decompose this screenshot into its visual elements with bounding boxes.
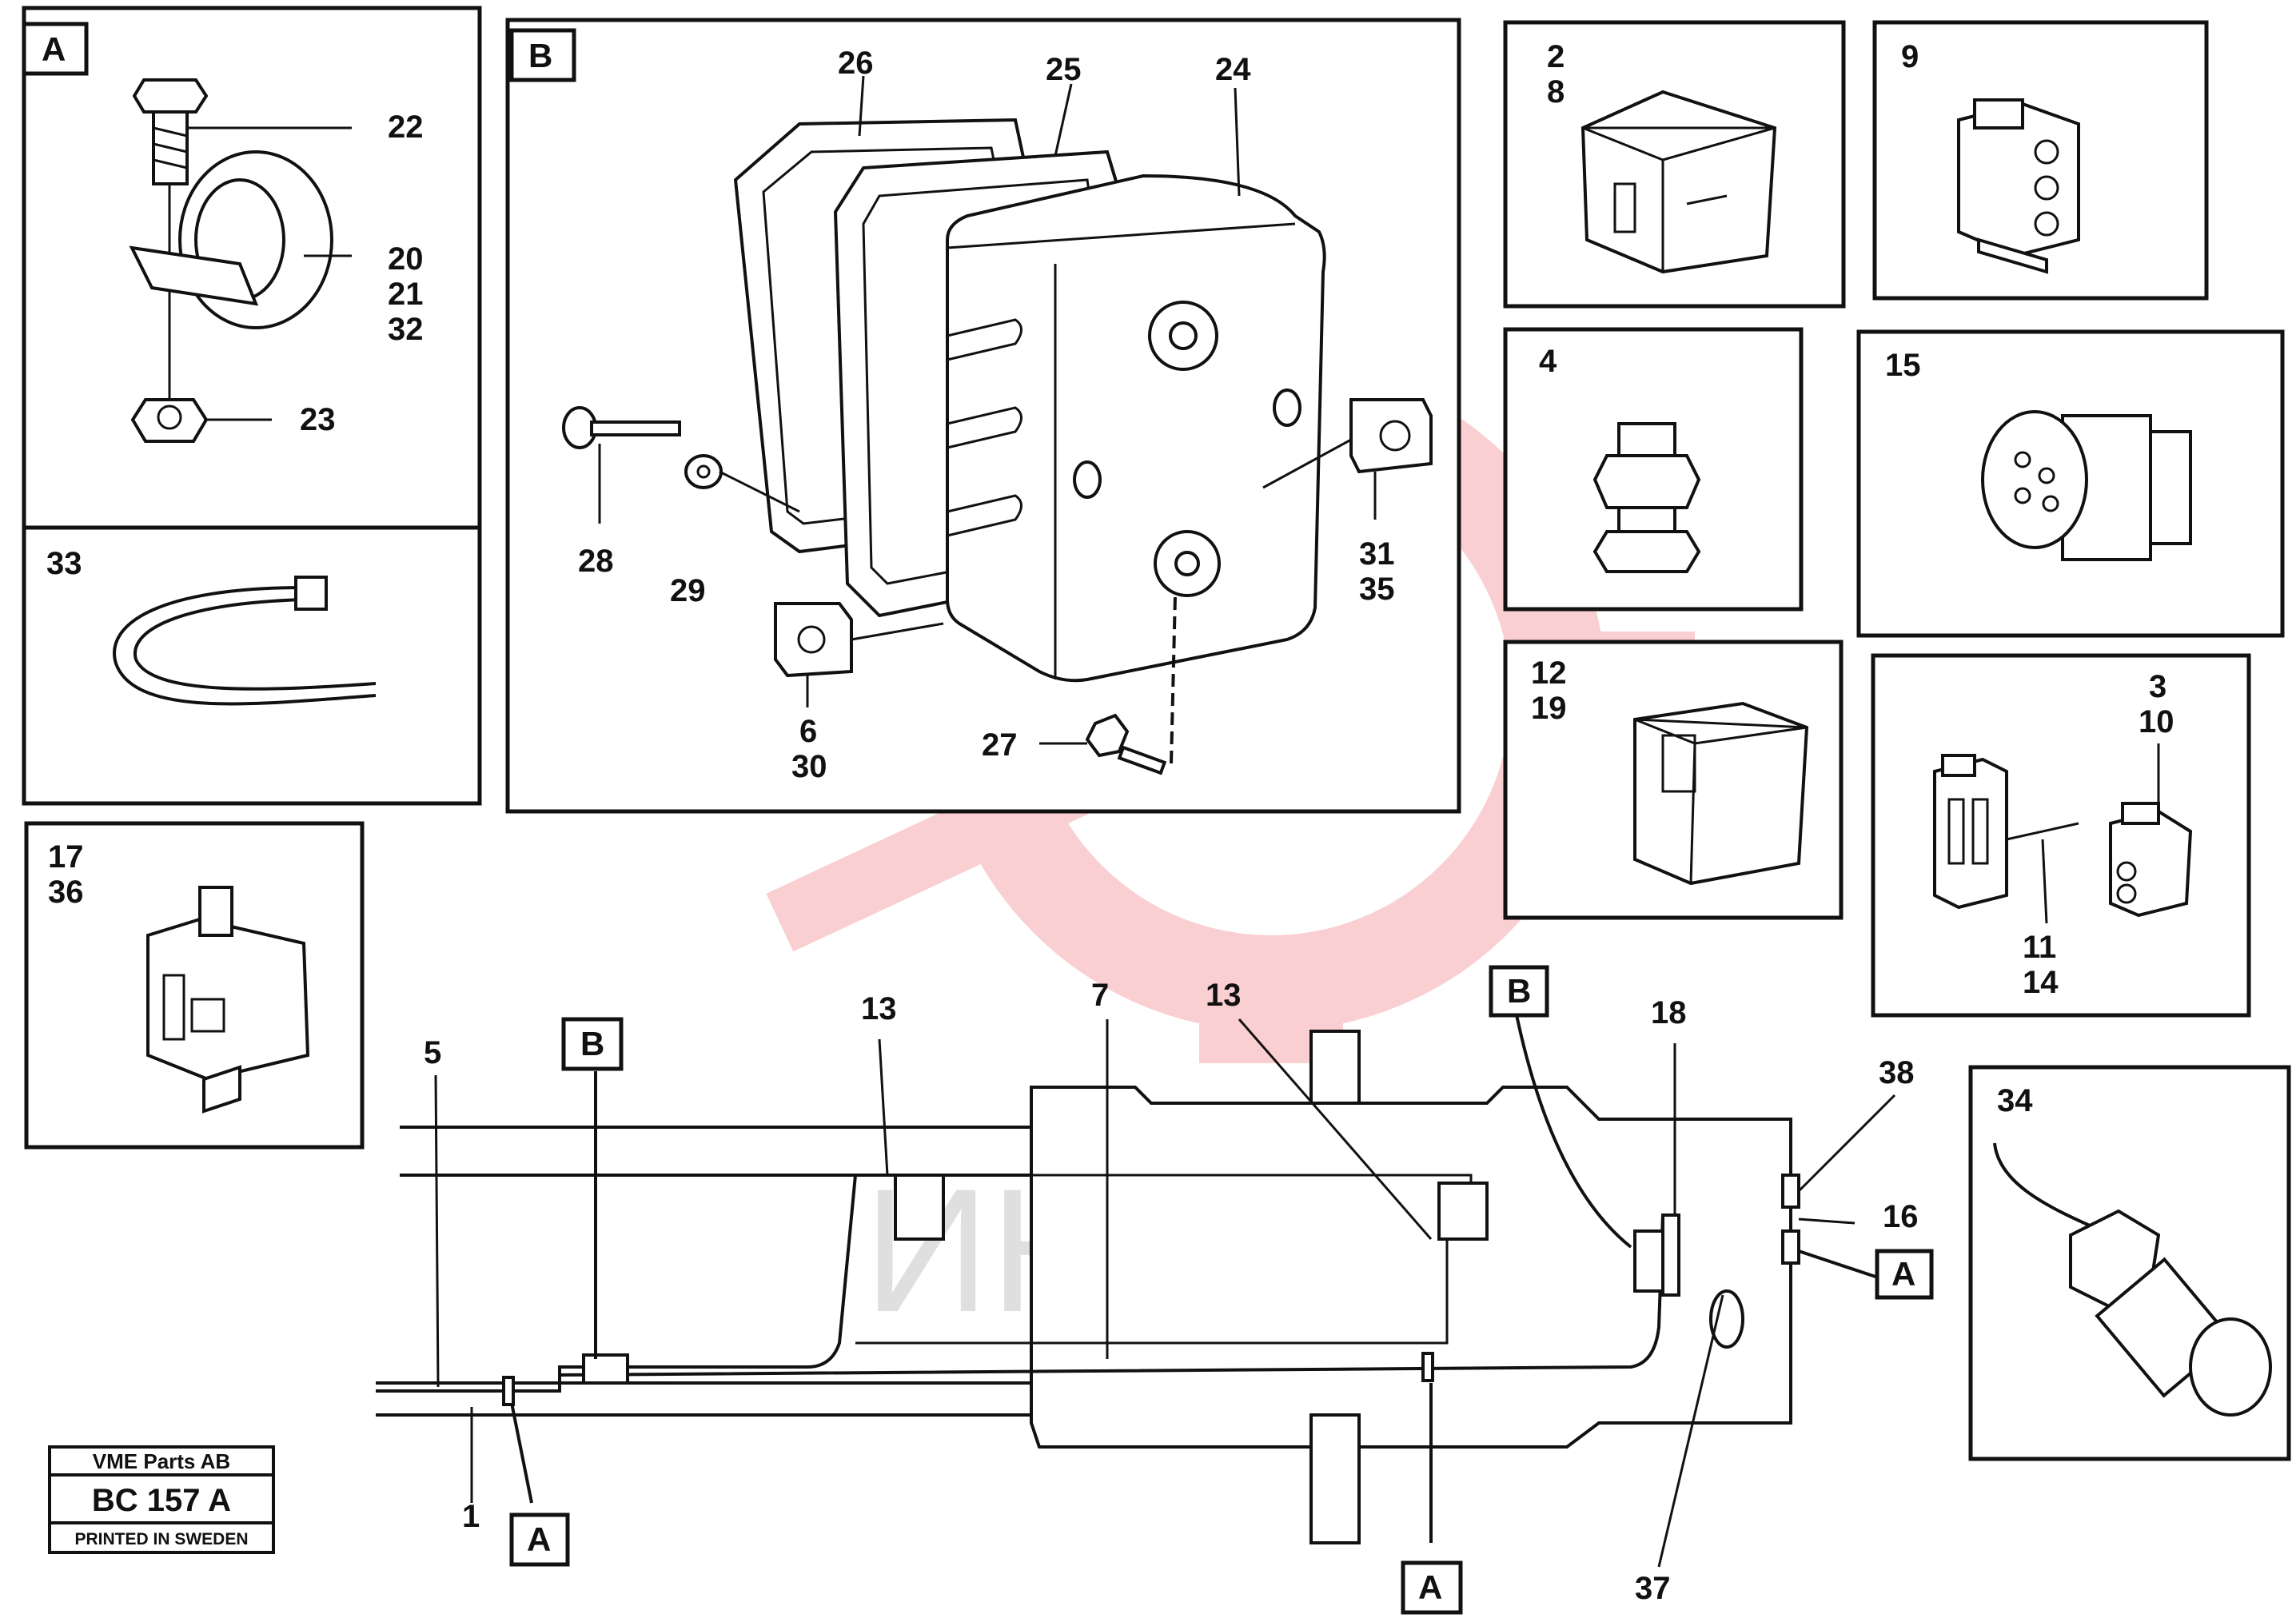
label-29: 29 [670,573,706,608]
label-4: 4 [1539,344,1557,379]
detail-box-9: 9 [1872,20,2209,301]
detail-box-17-36: 17 36 [24,821,365,1150]
label-18: 18 [1651,995,1687,1030]
detail-box-a: A 22 20 21 32 23 [22,6,482,530]
label-1: 1 [462,1499,480,1534]
harness-tag-b-right: B [1507,972,1531,1010]
label-5: 5 [424,1035,441,1070]
label-8: 8 [1547,74,1565,110]
stamp-code: BC 157 A [92,1483,231,1518]
label-2: 2 [1547,39,1565,74]
label-35: 35 [1359,572,1395,607]
detail-box-4: 4 [1503,327,1804,612]
label-37: 37 [1635,1571,1671,1606]
label-13-left: 13 [861,991,897,1026]
label-27: 27 [982,727,1018,763]
label-24: 24 [1215,52,1251,87]
detail-b-tag: B [528,37,552,74]
label-23: 23 [300,402,336,437]
label-19: 19 [1531,691,1567,726]
label-16: 16 [1883,1199,1919,1234]
detail-box-3-10-11-14: 3 10 11 14 [1871,653,2251,1018]
label-17: 17 [48,839,84,875]
label-25: 25 [1046,52,1082,87]
label-12: 12 [1531,656,1567,691]
detail-box-12-19: 12 19 [1503,640,1844,920]
label-33: 33 [46,546,82,581]
label-30: 30 [791,749,827,784]
label-20: 20 [388,241,424,277]
label-10: 10 [2139,704,2174,739]
detail-box-b: B [505,18,1461,814]
label-11: 11 [2023,930,2056,965]
label-9: 9 [1901,39,1919,74]
stamp-printed: PRINTED IN SWEDEN [74,1530,248,1548]
label-3: 3 [2149,669,2166,704]
label-31: 31 [1359,536,1395,572]
harness-tag-b-left: B [580,1025,604,1062]
label-14: 14 [2023,965,2059,1000]
harness-tag-a-bottom: A [1418,1568,1442,1606]
detail-a-tag: A [42,30,66,68]
label-36: 36 [48,875,84,910]
detail-box-2-8: 2 8 [1503,20,1846,309]
label-32: 32 [388,312,424,347]
detail-box-15: 15 [1856,329,2285,638]
label-15: 15 [1885,348,1921,383]
label-21: 21 [388,277,424,312]
label-22: 22 [388,110,424,145]
label-6: 6 [799,714,817,749]
stamp-company: VME Parts AB [93,1449,230,1473]
label-28: 28 [578,544,614,579]
detail-box-34: 34 [1968,1065,2291,1461]
label-13-right: 13 [1206,978,1242,1013]
title-stamp: VME Parts AB BC 157 A PRINTED IN SWEDEN [48,1445,275,1554]
chassis-harness-drawing: B B A A A 5 1 13 7 13 18 38 16 37 [376,965,1934,1615]
harness-tag-a-right: A [1891,1255,1915,1293]
label-34: 34 [1997,1083,2033,1118]
detail-box-33: 33 [22,525,482,806]
label-7: 7 [1091,978,1109,1013]
harness-tag-a-left: A [527,1520,551,1558]
label-26: 26 [838,46,874,81]
label-38: 38 [1879,1055,1915,1090]
